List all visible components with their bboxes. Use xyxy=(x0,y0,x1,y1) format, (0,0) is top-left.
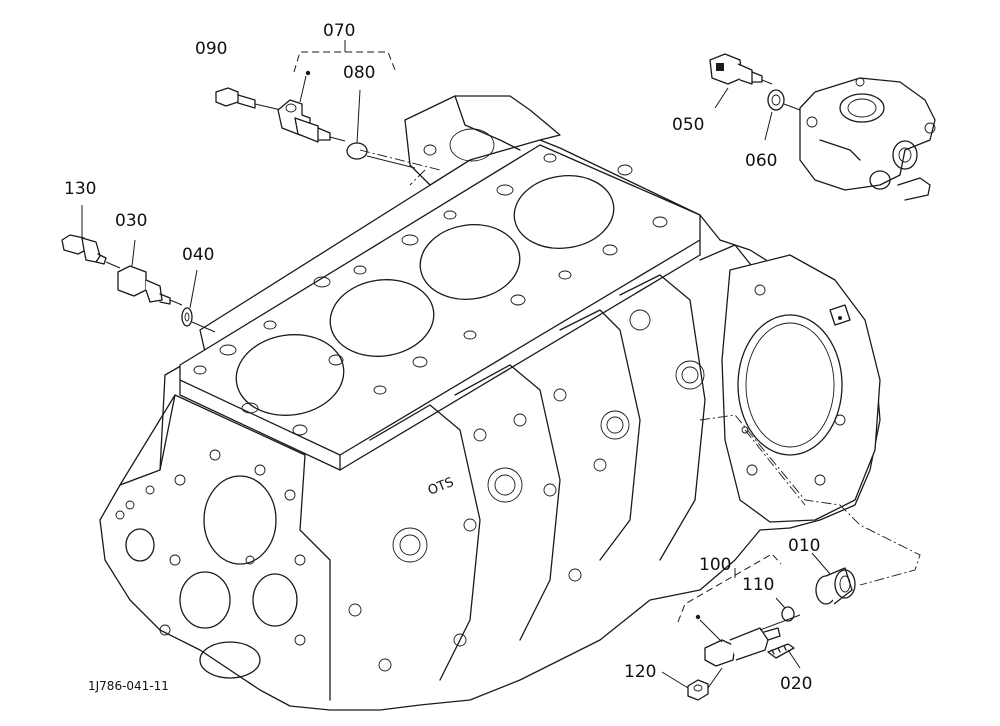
part-020-bolt xyxy=(759,614,801,669)
part-030-sender xyxy=(117,239,183,306)
label-part-090: 090 xyxy=(195,39,227,59)
group-bracket-100 xyxy=(677,553,782,623)
part-050-sensor xyxy=(709,53,773,109)
label-part-120: 120 xyxy=(624,662,656,682)
label-part-030: 030 xyxy=(115,211,147,231)
label-part-070: 070 xyxy=(323,21,355,41)
label-part-050: 050 xyxy=(672,115,704,135)
part-120-nut xyxy=(661,667,723,701)
part-090-bolt xyxy=(215,87,291,113)
label-part-010: 010 xyxy=(788,536,820,556)
part-040-washer xyxy=(181,269,216,333)
label-part-110: 110 xyxy=(742,575,774,595)
label-part-060: 060 xyxy=(745,151,777,171)
thermostat-housing xyxy=(799,77,936,201)
label-part-100: 100 xyxy=(699,555,731,575)
label-part-040: 040 xyxy=(182,245,214,265)
drawing-reference-code: 1J786-041-11 xyxy=(88,679,169,693)
label-part-130: 130 xyxy=(64,179,96,199)
part-100-sensor xyxy=(695,614,781,667)
part-070-sensor xyxy=(277,70,346,143)
part-080-o-ring xyxy=(346,89,416,169)
part-110-o-ring xyxy=(775,597,795,622)
label-part-020: 020 xyxy=(780,674,812,694)
cylinder-block: OTS xyxy=(99,95,921,711)
label-part-080: 080 xyxy=(343,63,375,83)
part-010-bushing xyxy=(811,552,856,605)
part-060-washer xyxy=(764,89,801,141)
part-130-switch xyxy=(61,205,121,269)
